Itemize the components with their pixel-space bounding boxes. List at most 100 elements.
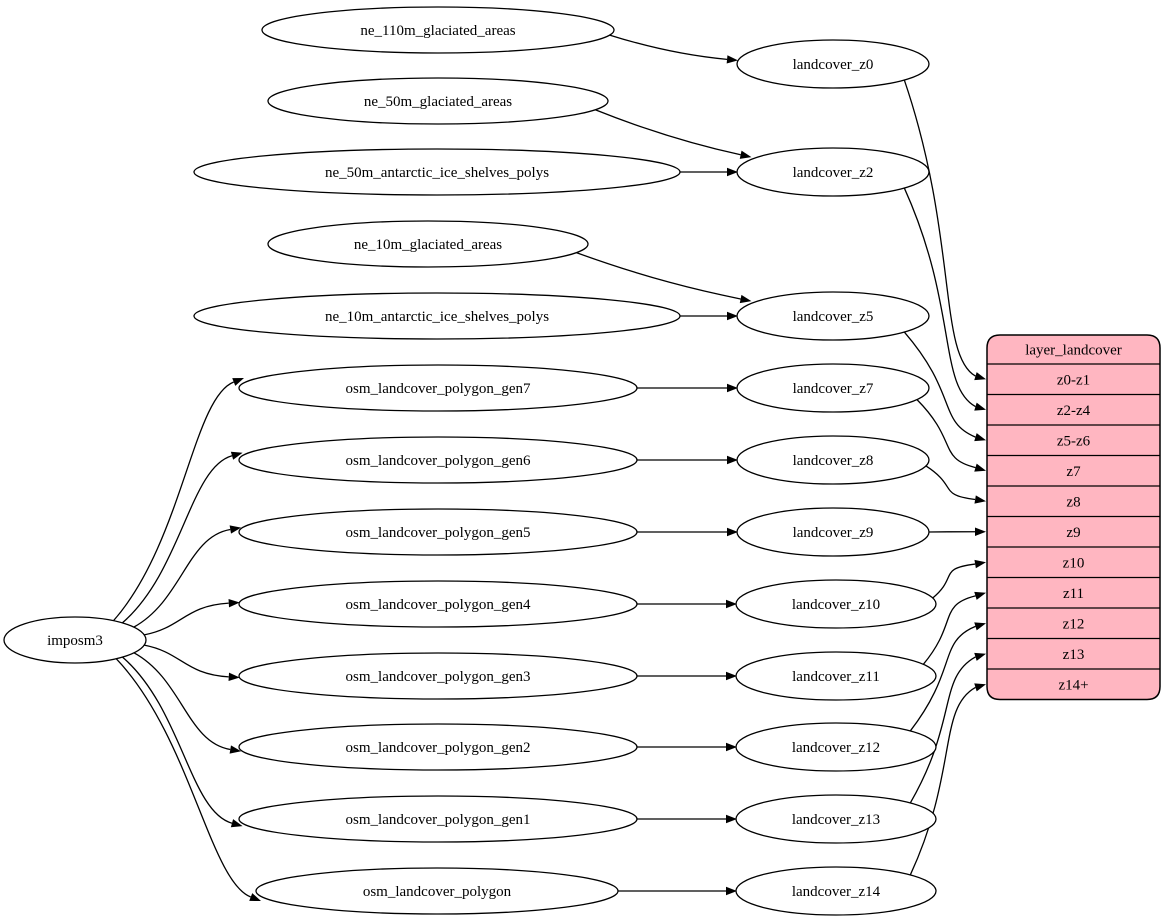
- node-ellipse-landcover_z11: [735, 651, 937, 701]
- node-ellipse-osm_landcover_polygon: [255, 867, 619, 915]
- node-label-osm_landcover_polygon: osm_landcover_polygon: [363, 884, 512, 900]
- node-ne_10m_antarctic_ice_shelves_polys: ne_10m_antarctic_ice_shelves_polys: [193, 292, 681, 340]
- node-label-landcover_z14: landcover_z14: [792, 884, 881, 900]
- node-label-osm_landcover_polygon_gen7: osm_landcover_polygon_gen7: [346, 381, 531, 397]
- edge-osm_landcover_polygon_gen7-landcover_z7: [637, 383, 738, 393]
- edge-imposm3-osm_landcover_polygon_gen6: [121, 451, 243, 624]
- arrowhead: [974, 559, 986, 569]
- edge-path: [133, 528, 231, 628]
- node-ellipse-landcover_z0: [736, 39, 930, 89]
- node-label-ne_110m_glaciated_areas: ne_110m_glaciated_areas: [360, 23, 515, 39]
- node-label-landcover_z11: landcover_z11: [792, 669, 880, 685]
- edge-osm_landcover_polygon_gen3-landcover_z11: [637, 671, 737, 681]
- arrowhead: [727, 527, 738, 537]
- node-osm_landcover_polygon_gen4: osm_landcover_polygon_gen4: [238, 580, 638, 628]
- node-landcover_z14: landcover_z14: [735, 866, 937, 916]
- arrowhead: [974, 652, 986, 661]
- arrowhead: [726, 671, 737, 681]
- edge-ne_10m_glaciated_areas-landcover_z5: [576, 252, 752, 304]
- node-ellipse-osm_landcover_polygon_gen3: [238, 652, 638, 700]
- edge-path: [932, 563, 976, 599]
- node-ellipse-osm_landcover_polygon_gen7: [238, 364, 638, 412]
- node-landcover_z2: landcover_z2: [736, 147, 930, 197]
- arrowhead: [229, 525, 242, 534]
- node-ne_110m_glaciated_areas: ne_110m_glaciated_areas: [261, 6, 615, 54]
- edge-imposm3-osm_landcover_polygon: [115, 658, 261, 901]
- node-osm_landcover_polygon_gen6: osm_landcover_polygon_gen6: [238, 436, 638, 484]
- node-ellipse-landcover_z7: [736, 363, 930, 413]
- node-ellipse-ne_110m_glaciated_areas: [261, 6, 615, 54]
- arrowhead: [727, 167, 738, 177]
- edge-landcover_z5-table:2: [903, 331, 986, 442]
- arrowhead: [726, 886, 737, 896]
- node-label-landcover_z7: landcover_z7: [793, 381, 874, 397]
- table-row-z14+: z14+: [1058, 677, 1088, 693]
- edge-path: [115, 658, 251, 898]
- node-ne_50m_antarctic_ice_shelves_polys: ne_50m_antarctic_ice_shelves_polys: [193, 148, 681, 196]
- node-ne_50m_glaciated_areas: ne_50m_glaciated_areas: [267, 77, 609, 125]
- node-label-osm_landcover_polygon_gen5: osm_landcover_polygon_gen5: [346, 525, 531, 541]
- node-landcover_z13: landcover_z13: [735, 794, 937, 844]
- node-label-landcover_z12: landcover_z12: [792, 740, 880, 756]
- node-osm_landcover_polygon_gen1: osm_landcover_polygon_gen1: [238, 795, 638, 843]
- arrowhead: [974, 495, 986, 504]
- edge-path: [595, 109, 741, 156]
- edge-imposm3-osm_landcover_polygon_gen5: [133, 525, 242, 628]
- node-landcover_z10: landcover_z10: [735, 579, 937, 629]
- node-osm_landcover_polygon_gen3: osm_landcover_polygon_gen3: [238, 652, 638, 700]
- node-ellipse-landcover_z5: [736, 291, 930, 341]
- arrowhead: [249, 893, 261, 901]
- arrowhead: [974, 622, 986, 631]
- node-label-osm_landcover_polygon_gen1: osm_landcover_polygon_gen1: [346, 812, 531, 828]
- node-osm_landcover_polygon_gen2: osm_landcover_polygon_gen2: [238, 723, 638, 771]
- node-ellipse-landcover_z8: [736, 435, 930, 485]
- table-header: layer_landcover: [1025, 343, 1122, 359]
- table-row-z10: z10: [1063, 555, 1085, 571]
- edge-landcover_z2-table:1: [903, 187, 986, 411]
- node-label-ne_50m_antarctic_ice_shelves_polys: ne_50m_antarctic_ice_shelves_polys: [325, 165, 549, 181]
- node-label-landcover_z8: landcover_z8: [793, 453, 874, 469]
- node-landcover_z7: landcover_z7: [736, 363, 930, 413]
- node-ne_10m_glaciated_areas: ne_10m_glaciated_areas: [267, 220, 589, 268]
- edge-path: [916, 399, 976, 469]
- edge-imposm3-osm_landcover_polygon_gen1: [122, 656, 243, 828]
- node-ellipse-imposm3: [3, 616, 147, 664]
- arrowhead: [727, 311, 738, 321]
- edge-osm_landcover_polygon_gen1-landcover_z13: [637, 814, 737, 824]
- edge-path: [909, 656, 976, 804]
- arrowhead: [726, 814, 737, 824]
- node-osm_landcover_polygon_gen7: osm_landcover_polygon_gen7: [238, 364, 638, 412]
- node-landcover_z12: landcover_z12: [735, 722, 937, 772]
- edge-landcover_z13-table:9: [909, 652, 986, 804]
- arrowhead: [228, 672, 240, 682]
- node-label-landcover_z2: landcover_z2: [793, 165, 874, 181]
- node-ellipse-landcover_z2: [736, 147, 930, 197]
- table-outline: [986, 334, 1161, 701]
- edge-path: [133, 652, 231, 751]
- edge-landcover_z10-table:6: [932, 559, 986, 599]
- edge-osm_landcover_polygon_gen5-landcover_z9: [637, 527, 738, 537]
- arrowhead: [726, 599, 737, 609]
- node-landcover_z9: landcover_z9: [736, 507, 930, 557]
- edge-imposm3-osm_landcover_polygon_gen7: [112, 378, 244, 622]
- arrowhead: [974, 463, 986, 472]
- edge-path: [903, 331, 976, 438]
- edge-landcover_z11-table:7: [922, 591, 986, 665]
- edge-ne_10m_antarctic_ice_shelves_polys-landcover_z5: [680, 311, 738, 321]
- edge-landcover_z0-table:0: [903, 79, 986, 381]
- node-label-ne_50m_glaciated_areas: ne_50m_glaciated_areas: [364, 94, 512, 110]
- edge-path: [925, 465, 976, 501]
- arrowhead: [229, 745, 242, 754]
- node-label-ne_10m_glaciated_areas: ne_10m_glaciated_areas: [354, 237, 502, 253]
- node-ellipse-landcover_z9: [736, 507, 930, 557]
- edge-landcover_z7-table:3: [916, 399, 986, 472]
- node-ellipse-osm_landcover_polygon_gen2: [238, 723, 638, 771]
- node-label-landcover_z5: landcover_z5: [793, 309, 874, 325]
- node-label-landcover_z10: landcover_z10: [792, 597, 880, 613]
- node-ellipse-landcover_z12: [735, 722, 937, 772]
- table-row-z5-z6: z5-z6: [1057, 433, 1091, 449]
- node-ellipse-osm_landcover_polygon_gen4: [238, 580, 638, 628]
- node-ellipse-ne_50m_antarctic_ice_shelves_polys: [193, 148, 681, 196]
- edge-path: [903, 187, 976, 408]
